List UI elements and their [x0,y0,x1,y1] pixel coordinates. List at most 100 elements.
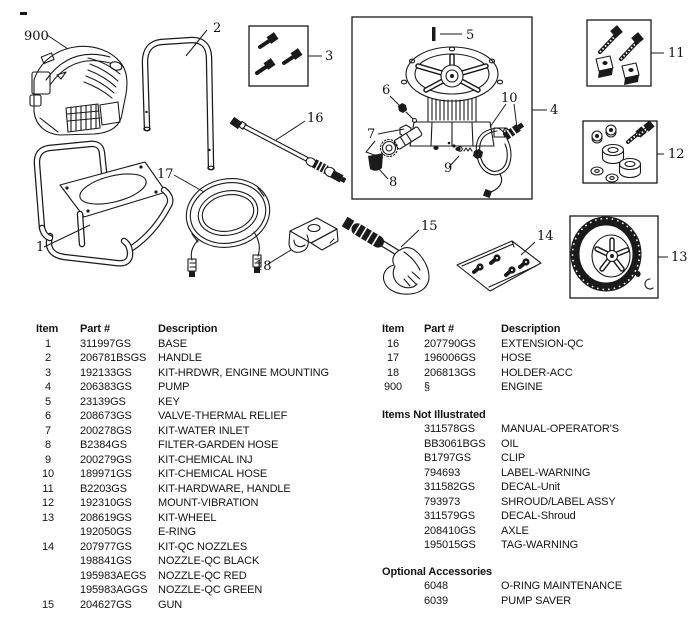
parts-table-left: Item Part # Description 1 311997GS BASE … [36,322,329,612]
part-number: 192133GS [80,366,132,379]
leader-base-frame [43,224,91,248]
parts-row: 794693 LABEL-WARNING [382,466,622,481]
callout-hose: 17 [157,167,174,182]
item-number [382,524,404,539]
item-number [382,509,404,524]
nozzle-icon [518,258,530,269]
part-description: O-RING MAINTENANCE [501,580,623,592]
gun-illustration [341,216,430,295]
part-description: OIL [501,437,519,450]
item-number: 5 [44,395,52,408]
callout-engine-mount-kit: 3 [325,49,333,64]
part-description: E-RING [158,526,196,538]
part-number: B2384GS [80,439,128,451]
parts-table-right: Item Part # Description 16 207790GS EXTE… [382,322,622,608]
page-mark [20,12,27,15]
item-number [382,451,404,466]
parts-row: 311579GS DECAL-Shroud [382,509,622,524]
callout-extension: 16 [307,111,324,126]
callout-chemical-hose: 10 [501,91,518,106]
table-body-right: 16 207790GS EXTENSION-QC 17 196006GS HOS… [382,337,622,395]
column-header-part: Part # [424,323,454,335]
column-header-item: Item [36,323,59,335]
part-number: 192050GS [80,526,132,538]
parts-row: 14 207977GS KIT-QC NOZZLES [36,540,329,555]
part-description: HANDLE [158,352,203,364]
part-number: 793973 [424,495,461,508]
item-number [382,495,404,510]
part-number: 311997GS [80,337,131,350]
part-description: GUN [158,598,183,611]
part-description: KIT-WATER INLET [158,424,250,437]
part-number: BB3061BGS [424,437,486,450]
parts-row: 9 200279GS KIT-CHEMICAL INJ [36,453,329,468]
parts-row: B1797GS CLIP [382,451,622,466]
parts-row: 311582GS DECAL-Unit [382,480,622,495]
part-number: 196006GS [424,352,476,364]
parts-row: BB3061BGS OIL [382,437,622,452]
parts-row: 195015GS TAG-WARNING [382,538,622,553]
part-number: 208619GS [80,511,132,524]
item-number: 1 [44,337,52,350]
item-number: 13 [41,511,55,524]
part-description: KEY [158,395,180,408]
part-description: KIT-CHEMICAL INJ [158,453,253,466]
callout-engine: 900 [24,29,49,44]
table-body-left: 1 311997GS BASE 2 206781BSGS HANDLE 3 19… [36,337,329,613]
parts-row: 10 189971GS KIT-CHEMICAL HOSE [36,467,329,482]
item-number: 8 [44,439,52,451]
part-number: 195015GS [424,539,476,551]
parts-row: 900 § ENGINE [382,380,622,395]
part-number: 204627GS [80,598,132,611]
handle-hardware-kit-illustration [586,19,652,87]
vibration-mounts-illustration [582,120,658,184]
part-number: 195983AGGS [80,584,148,596]
nozzle-icon [472,263,484,274]
item-number: 6 [44,410,52,422]
water-inlet-icon [379,126,423,158]
callout-nozzle-kit: 14 [537,229,554,244]
nozzle-kit-illustration [456,240,542,292]
parts-row: 18 206813GS HOLDER-ACC [382,366,622,381]
item-number: 18 [386,366,400,379]
part-description: KIT-HRDWR, ENGINE MOUNTING [158,366,329,379]
callout-base-frame: 1 [36,240,44,255]
callout-gun: 15 [421,219,438,234]
part-description: PUMP SAVER [501,594,572,607]
parts-row: 5 23139GS KEY [36,395,329,410]
part-number: 794693 [424,466,461,479]
parts-row: 3 192133GS KIT-HRDWR, ENGINE MOUNTING [36,366,329,381]
item-number [36,569,60,584]
part-number: 208410GS [424,524,476,537]
item-number [382,437,404,452]
parts-row: 195983AEGS NOZZLE-QC RED [36,569,329,584]
item-number [382,466,404,481]
part-description: HOSE [501,352,532,364]
leader-holder [267,249,292,265]
part-number: 198841GS [80,555,132,567]
parts-row: 15 204627GS GUN [36,598,329,613]
parts-row: 208410GS AXLE [382,524,622,539]
part-description: KIT-WHEEL [158,511,217,524]
part-number: 311578GS [424,423,475,435]
part-description: BASE [158,337,187,350]
key-icon [432,27,436,41]
table-body-not-illustrated: 311578GS MANUAL-OPERATOR'S BB3061BGS OIL… [382,422,622,553]
part-number: B1797GS [424,452,472,464]
hose-illustration [185,178,271,277]
callout-handle: 2 [213,21,221,36]
part-description: KIT-QC NOZZLES [158,540,248,553]
parts-row: 11 B2203GS KIT-HARDWARE, HANDLE [36,482,329,497]
item-number [382,422,404,437]
part-number: 206383GS [80,381,132,393]
parts-row: 6039 PUMP SAVER [382,594,622,609]
part-number: 200279GS [80,453,132,466]
item-number: 900 [383,381,403,393]
part-number: § [424,381,431,393]
parts-row: 16 207790GS EXTENSION-QC [382,337,622,352]
part-description: KIT-CHEMICAL HOSE [158,468,268,480]
part-description: PUMP [158,381,190,393]
part-number: 189971GS [80,468,132,480]
thermal-relief-icon [398,103,418,124]
